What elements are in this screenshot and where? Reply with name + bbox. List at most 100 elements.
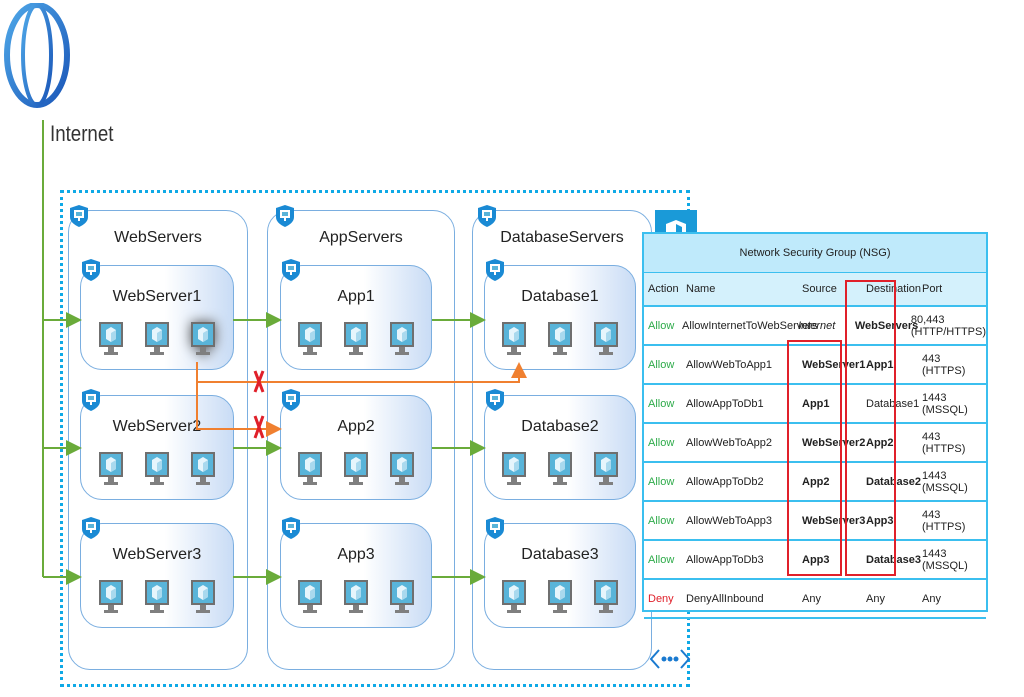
rule-action: Allow xyxy=(648,514,675,527)
rule-port: 443 (HTTPS) xyxy=(922,508,966,533)
virtual-machine-icon[interactable] xyxy=(343,321,369,357)
internet-label: Internet xyxy=(50,121,114,146)
rule-source: WebServer2 xyxy=(802,436,866,449)
subnet-title: App1 xyxy=(337,288,375,305)
virtual-machine-icon[interactable] xyxy=(144,451,170,487)
rule-destination: App2 xyxy=(866,436,894,449)
virtual-machine-icon[interactable] xyxy=(144,321,170,357)
shield-icon xyxy=(282,259,300,281)
virtual-machine-icon[interactable] xyxy=(547,579,573,615)
rule-destination: Database2 xyxy=(866,475,922,488)
header-destination: Destination xyxy=(866,283,922,295)
subnet-title: WebServer3 xyxy=(112,546,202,563)
subnet-app2: App2 xyxy=(280,395,432,500)
virtual-machine-icon[interactable] xyxy=(501,321,527,357)
virtual-machine-icon[interactable] xyxy=(144,579,170,615)
rule-destination: Database3 xyxy=(866,553,922,566)
shield-icon xyxy=(478,205,496,227)
rule-destination: WebServers xyxy=(854,319,919,332)
rule-name: AllowWebToApp1 xyxy=(686,358,773,371)
rule-source: App1 xyxy=(802,397,830,410)
group-title: WebServers xyxy=(114,229,202,246)
group-title: AppServers xyxy=(319,229,403,246)
shield-icon xyxy=(82,389,100,411)
shield-icon xyxy=(82,517,100,539)
rule-action: Allow xyxy=(648,475,675,488)
rule-destination: App1 xyxy=(866,358,894,371)
virtual-machine-icon[interactable] xyxy=(389,579,415,615)
rule-action: Allow xyxy=(648,358,675,371)
virtual-machine-icon[interactable] xyxy=(297,579,323,615)
rule-source: WebServer3 xyxy=(802,514,866,527)
virtual-machine-icon[interactable] xyxy=(547,321,573,357)
virtual-machine-icon[interactable] xyxy=(98,321,124,357)
subnet-app3: App3 xyxy=(280,523,432,628)
shield-icon xyxy=(282,517,300,539)
subnet-title: Database1 xyxy=(521,288,599,305)
subnet-title: WebServer1 xyxy=(112,288,202,305)
virtual-machine-icon[interactable] xyxy=(501,451,527,487)
nsg-table: Network Security Group (NSG) Action Name… xyxy=(642,232,988,619)
header-name: Name xyxy=(686,283,716,295)
subnet-webserver1: WebServer1 xyxy=(80,265,234,370)
globe-icon xyxy=(4,3,70,108)
subnet-webserver3: WebServer3 xyxy=(80,523,234,628)
subnet-database1: Database1 xyxy=(484,265,636,370)
rule-source: Internet xyxy=(798,319,836,332)
subnet-title: Database3 xyxy=(521,546,599,563)
subnet-webserver2: WebServer2 xyxy=(80,395,234,500)
rule-action: Allow xyxy=(648,397,675,410)
subnet-database3: Database3 xyxy=(484,523,636,628)
virtual-machine-icon[interactable] xyxy=(593,321,619,357)
rule-name: AllowWebToApp2 xyxy=(686,436,773,449)
rule-name: AllowAppToDb2 xyxy=(686,475,764,488)
virtual-machine-icon[interactable] xyxy=(501,579,527,615)
rule-action: Allow xyxy=(648,319,675,332)
rule-destination: App3 xyxy=(866,514,894,527)
virtual-machine-icon[interactable] xyxy=(389,451,415,487)
rule-port: 1443 (MSSQL) xyxy=(922,469,968,494)
subnet-database2: Database2 xyxy=(484,395,636,500)
rule-port: 80,443 (HTTP/HTTPS) xyxy=(910,313,987,338)
rule-action: Allow xyxy=(648,553,675,566)
virtual-machine-icon[interactable] xyxy=(389,321,415,357)
subnet-title: App2 xyxy=(337,418,375,435)
rule-source: App2 xyxy=(802,475,830,488)
rule-destination: Database1 xyxy=(866,397,920,410)
virtual-machine-icon[interactable] xyxy=(343,451,369,487)
rule-source: App3 xyxy=(802,553,830,566)
virtual-machine-icon[interactable] xyxy=(593,579,619,615)
rule-port: 1443 (MSSQL) xyxy=(922,547,968,572)
virtual-machine-icon[interactable] xyxy=(547,451,573,487)
nsg-header-row: Action Name Source Destination Port xyxy=(644,273,986,307)
subnet-app1: App1 xyxy=(280,265,432,370)
rule-port: Any xyxy=(922,592,941,605)
subnet-title: App3 xyxy=(337,546,375,563)
header-port: Port xyxy=(922,283,943,295)
rule-name: AllowAppToDb3 xyxy=(686,553,764,566)
rule-name: AllowAppToDb1 xyxy=(686,397,764,410)
virtual-machine-icon[interactable] xyxy=(190,321,216,357)
shield-icon xyxy=(282,389,300,411)
virtual-machine-icon[interactable] xyxy=(593,451,619,487)
virtual-machine-icon[interactable] xyxy=(190,451,216,487)
virtual-machine-icon[interactable] xyxy=(98,579,124,615)
virtual-machine-icon[interactable] xyxy=(343,579,369,615)
rule-port: 443 (HTTPS) xyxy=(922,430,966,455)
virtual-machine-icon[interactable] xyxy=(98,451,124,487)
virtual-machine-icon[interactable] xyxy=(190,579,216,615)
virtual-machine-icon[interactable] xyxy=(297,451,323,487)
rule-name: AllowInternetToWebServers xyxy=(682,319,818,332)
nsg-title: Network Security Group (NSG) xyxy=(644,234,986,273)
rule-action: Allow xyxy=(648,436,675,449)
rule-source: WebServer1 xyxy=(802,358,866,371)
virtual-machine-icon[interactable] xyxy=(297,321,323,357)
